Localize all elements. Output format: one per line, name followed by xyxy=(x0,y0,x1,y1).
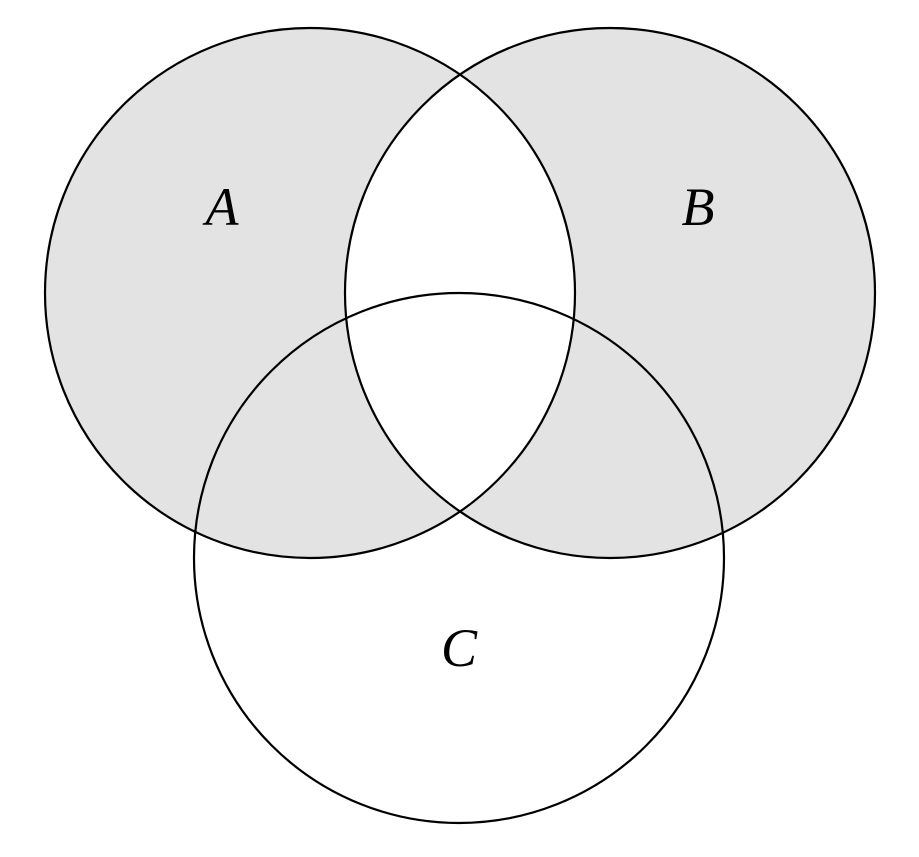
circle-c-outline xyxy=(192,291,726,825)
set-label-c: C xyxy=(441,618,478,678)
circle-b-outline xyxy=(343,26,877,560)
circle-a-outline xyxy=(43,26,577,560)
set-label-b: B xyxy=(682,177,715,237)
set-label-a: A xyxy=(203,177,240,237)
